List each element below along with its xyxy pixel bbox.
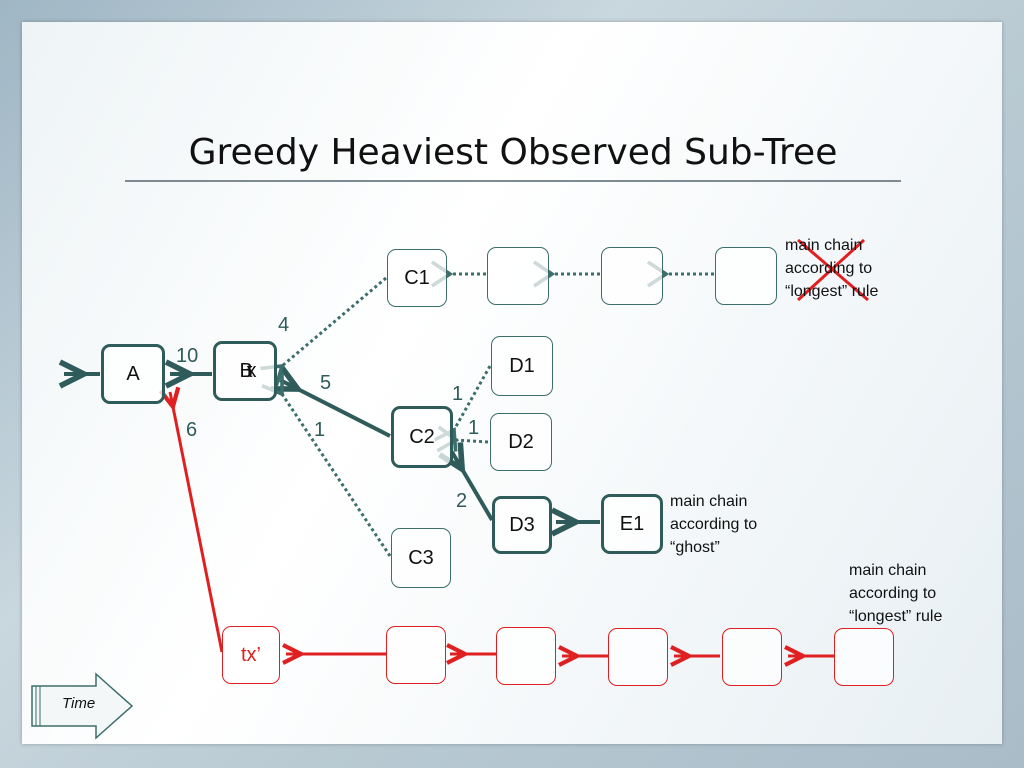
- block-c2-label: C2: [409, 425, 435, 448]
- block-a: A: [101, 344, 165, 404]
- block-c1: C1: [387, 249, 447, 307]
- note-ghost: main chain according to “ghost”: [670, 493, 758, 556]
- block-d3: D3: [492, 496, 552, 554]
- red-block-2: [496, 627, 556, 685]
- weight-c2-d3: 2: [456, 490, 468, 512]
- block-e1: E1: [601, 494, 663, 554]
- weight-b-c3: 1: [314, 419, 326, 441]
- block-a-label: A: [126, 362, 140, 385]
- weight-b-c1: 4: [278, 314, 290, 336]
- block-top-1: [487, 247, 549, 305]
- edge-tx-a: [170, 392, 224, 653]
- note-longest-crossed: main chain according to “longest” rule: [785, 237, 879, 300]
- red-block-3: [608, 628, 668, 686]
- time-label: Time: [62, 695, 96, 712]
- block-c1-label: C1: [404, 266, 430, 289]
- title-underline: [125, 180, 901, 182]
- block-c2: C2: [391, 406, 453, 468]
- edge-d3-c2: [452, 452, 494, 522]
- block-b-label: Btx: [239, 359, 257, 382]
- weight-a-b: 10: [176, 345, 199, 367]
- red-block-4: [722, 628, 782, 686]
- block-top-3: [715, 247, 777, 305]
- note-longest: main chain according to “longest” rule: [849, 562, 943, 625]
- red-block-1: [386, 626, 446, 684]
- edge-c1-b: [260, 276, 387, 388]
- block-d2: D2: [490, 413, 552, 471]
- red-block-5: [834, 628, 894, 686]
- block-d2-label: D2: [508, 430, 534, 453]
- time-arrow-icon: [31, 672, 134, 740]
- edge-c2-b: [280, 380, 391, 438]
- block-d1: D1: [491, 336, 553, 396]
- strike-x-line-2: [796, 238, 866, 302]
- block-tx-prime: tx’: [222, 626, 280, 684]
- block-b: Btx: [213, 341, 277, 401]
- edge-d2-c2: [436, 425, 489, 453]
- block-e1-label: E1: [619, 512, 645, 535]
- block-tx-prime-label: tx’: [241, 643, 261, 666]
- block-d3-label: D3: [509, 513, 535, 536]
- weight-b-c2: 5: [320, 372, 332, 394]
- block-c3: C3: [391, 528, 451, 588]
- weight-c2-d2: 1: [468, 417, 480, 439]
- edge-c3-b: [261, 372, 392, 557]
- block-d1-label: D1: [509, 354, 535, 377]
- edge-d1-c2: [433, 365, 492, 452]
- weight-c2-d1: 1: [452, 383, 464, 405]
- block-top-2: [601, 247, 663, 305]
- weight-a-tx: 6: [186, 419, 198, 441]
- block-c3-label: C3: [408, 546, 434, 569]
- slide-title: Greedy Heaviest Observed Sub-Tree: [188, 132, 838, 173]
